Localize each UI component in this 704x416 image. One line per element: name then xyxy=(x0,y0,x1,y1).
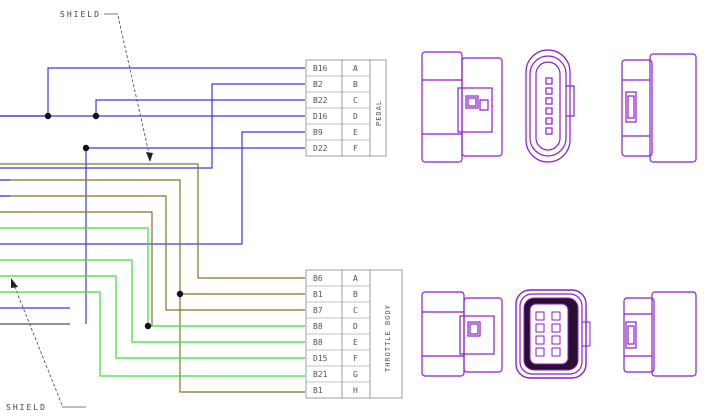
throttle-green-wires xyxy=(0,227,305,377)
wire-gold-extra xyxy=(0,211,153,326)
shield-top-arrow-icon xyxy=(146,152,153,162)
wire-b1h xyxy=(179,294,305,393)
splice-dot xyxy=(176,290,184,298)
throttle-pin-letter: E xyxy=(353,338,358,347)
pedal-circuit: D22 xyxy=(313,144,328,153)
splice-dot xyxy=(44,112,52,120)
shield-bottom-leader xyxy=(13,284,63,406)
shield-top-label: SHIELD xyxy=(60,10,101,19)
throttle-circuit: D15 xyxy=(313,354,328,363)
wire-b8d xyxy=(0,227,305,327)
throttle-circuit: B1 xyxy=(313,386,323,395)
throttle-pin-table: B6 B1 B7 B8 B8 D15 B21 B1 A B C D E F G … xyxy=(305,269,403,399)
pedal-pin-letter: B xyxy=(353,80,358,89)
connector-side-view-icon xyxy=(421,291,503,377)
throttle-pin-letter: F xyxy=(353,354,358,363)
splice-dot xyxy=(144,322,152,330)
throttle-circuit: B8 xyxy=(313,338,323,347)
pedal-pin-letter: A xyxy=(353,64,358,73)
shield-bottom-label: SHIELD xyxy=(6,403,47,412)
wire-b1 xyxy=(0,179,305,295)
connector-side-view-icon xyxy=(421,51,503,163)
wire-d15 xyxy=(0,275,305,359)
throttle-pin-letter: B xyxy=(353,290,358,299)
pedal-circuit: B9 xyxy=(313,128,323,137)
pedal-circuit: B2 xyxy=(313,80,323,89)
shield-top-leader xyxy=(117,15,151,159)
throttle-pin-letter: D xyxy=(353,322,358,331)
throttle-circuit: B7 xyxy=(313,306,323,315)
pedal-connector-name: PEDAL xyxy=(375,100,383,126)
throttle-pin-letter: C xyxy=(353,306,358,315)
connector-rear-view-icon xyxy=(621,53,697,163)
throttle-circuit: B6 xyxy=(313,274,323,283)
throttle-connector-name: THROTTLE BODY xyxy=(384,304,392,372)
wire-b9 xyxy=(0,131,305,245)
throttle-pin-letter: A xyxy=(353,274,358,283)
wire-b7 xyxy=(0,195,305,311)
throttle-circuit: B8 xyxy=(313,322,323,331)
wire-b21 xyxy=(0,291,305,377)
throttle-circuit: B21 xyxy=(313,370,328,379)
wire-b22 xyxy=(95,99,305,116)
wire-d22 xyxy=(85,147,305,324)
wire-b2 xyxy=(0,83,305,169)
pedal-pin-letter: C xyxy=(353,96,358,105)
pedal-circuit: B16 xyxy=(313,64,328,73)
pedal-pin-letter: E xyxy=(353,128,358,137)
splice-dot xyxy=(82,144,90,152)
wire-b16 xyxy=(0,67,305,117)
splice-dot xyxy=(92,112,100,120)
shield-bottom-arrow-icon xyxy=(11,278,18,288)
pedal-wires xyxy=(0,67,305,324)
connector-6pin-face-icon xyxy=(525,49,575,163)
pedal-pin-table: B16 B2 B22 D16 B9 D22 A B C D E F PEDAL xyxy=(305,59,387,157)
connector-rear-view-icon xyxy=(623,291,697,377)
pedal-pin-letter: D xyxy=(353,112,358,121)
splice-dots xyxy=(44,112,184,330)
throttle-circuit: B1 xyxy=(313,290,323,299)
throttle-pin-letter: H xyxy=(353,386,358,395)
left-wire-stubs xyxy=(0,179,70,325)
pedal-circuit: D16 xyxy=(313,112,328,121)
throttle-pin-letter: G xyxy=(353,370,358,379)
throttle-gold-wires xyxy=(0,163,305,393)
pedal-circuit: B22 xyxy=(313,96,328,105)
wire-b6 xyxy=(0,163,305,279)
pedal-pin-letter: F xyxy=(353,144,358,153)
wire-b8e xyxy=(0,259,305,343)
connector-8pin-face-icon xyxy=(515,289,591,379)
